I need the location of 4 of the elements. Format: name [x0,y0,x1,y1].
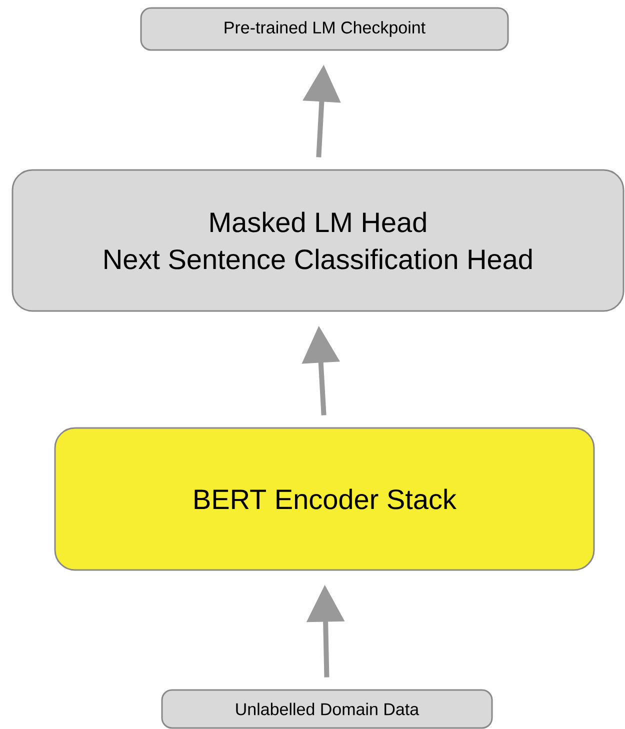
head-box: Masked LM Head Next Sentence Classification Head [12,169,624,312]
output-box: Pre-trained LM Checkpoint [140,7,509,51]
input-box: Unlabelled Domain Data [161,689,493,729]
encoder-box: BERT Encoder Stack [54,427,595,571]
